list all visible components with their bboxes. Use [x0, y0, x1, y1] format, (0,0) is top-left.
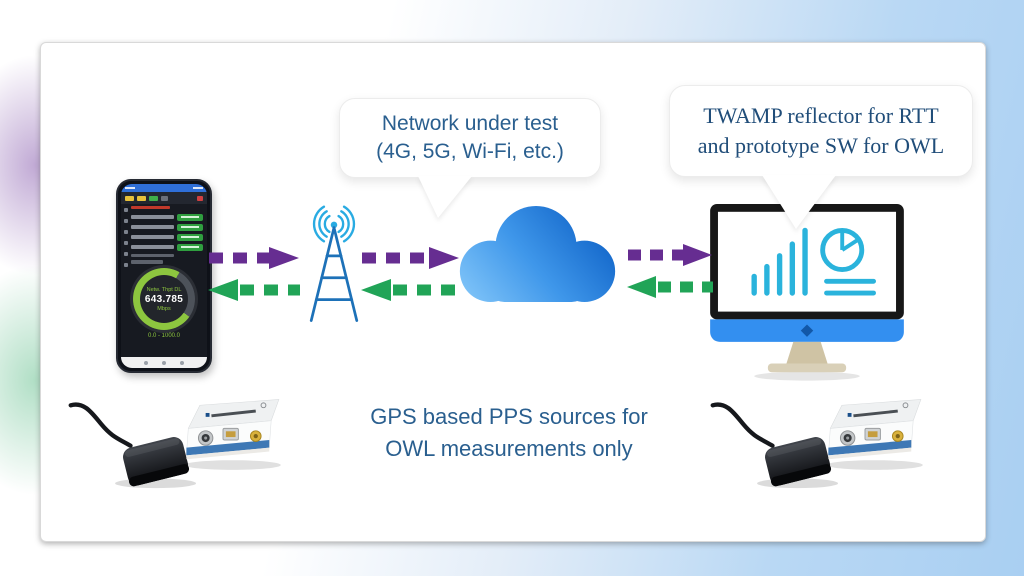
app-row — [131, 243, 203, 251]
gps-pps-kit-left — [68, 399, 281, 489]
pie-chart-icon — [820, 227, 865, 272]
app-row — [131, 223, 203, 231]
toolbar-chip-icon — [149, 195, 158, 201]
callout-tail — [418, 176, 472, 218]
gauge-face: Netw. Thpt DL 643.785 Mbps — [140, 275, 188, 323]
caption-line2: OWL measurements only — [385, 435, 633, 461]
callout-network-line2: (4G, 5G, Wi-Fi, etc.) — [376, 140, 564, 163]
purple-dashed-arrow-right-icon — [209, 247, 299, 269]
app-toolbar — [121, 192, 207, 204]
speed-gauge: Netw. Thpt DL 643.785 Mbps 0.0 - 1000.0 — [121, 268, 207, 339]
toolbar-chip-icon — [125, 195, 134, 201]
gps-timing-box-icon — [826, 399, 923, 470]
gauge-unit: Mbps — [157, 305, 171, 312]
smartphone: Netw. Thpt DL 643.785 Mbps 0.0 - 1000.0 — [116, 179, 212, 373]
caption-line1: GPS based PPS sources for — [370, 404, 648, 429]
bar-chart-icon — [751, 227, 808, 296]
gauge-label: Netw. Thpt DL — [146, 286, 182, 293]
phone-status-bar — [121, 184, 207, 192]
callout-twamp-line1: TWAMP reflector for RTT — [703, 102, 939, 128]
callout-twamp-line2: and prototype SW for OWL — [697, 133, 945, 158]
app-row — [131, 213, 203, 221]
gps-antenna-icon — [710, 402, 839, 489]
diagram-card: Network under test (4G, 5G, Wi-Fi, etc.)… — [40, 42, 986, 542]
gauge-range: 0.0 - 1000.0 — [147, 333, 181, 339]
list-lines-icon — [824, 278, 876, 296]
gps-timing-box-icon — [184, 399, 281, 470]
analytics-monitor-icon — [710, 203, 904, 381]
toolbar-chip-icon — [161, 195, 168, 201]
callout-network-under-test: Network under test (4G, 5G, Wi-Fi, etc.) — [339, 98, 601, 218]
gps-antenna-icon — [68, 402, 197, 489]
gps-caption: GPS based PPS sources for OWL measuremen… — [341, 401, 677, 465]
app-row — [131, 260, 203, 264]
toolbar-chip-icon — [137, 195, 146, 201]
rohde-schwarz-logo-icon — [800, 324, 814, 337]
callout-tail — [762, 175, 836, 229]
gauge-value: 643.785 — [144, 293, 184, 305]
app-icon-rail — [122, 208, 129, 267]
purple-dashed-arrow-right-icon — [628, 244, 712, 266]
phone-screen: Netw. Thpt DL 643.785 Mbps 0.0 - 1000.0 — [121, 184, 207, 368]
gps-pps-kit-right — [710, 399, 923, 489]
app-alert-row — [131, 206, 202, 211]
purple-dashed-arrow-right-icon — [362, 247, 459, 269]
green-dashed-arrow-left-icon — [627, 276, 713, 298]
green-dashed-arrow-left-icon — [361, 279, 460, 301]
cloud-icon — [459, 206, 616, 302]
app-row — [131, 233, 203, 241]
green-dashed-arrow-left-icon — [208, 279, 300, 301]
gauge-ring: Netw. Thpt DL 643.785 Mbps — [133, 268, 195, 330]
toolbar-chip-icon — [197, 195, 203, 201]
cell-tower-icon — [309, 205, 359, 322]
radio-waves-icon — [312, 205, 356, 243]
app-row — [131, 253, 203, 257]
callout-twamp-reflector: TWAMP reflector for RTT and prototype SW… — [669, 85, 973, 229]
callout-network-line1: Network under test — [381, 111, 559, 135]
phone-nav-bar — [121, 357, 207, 368]
